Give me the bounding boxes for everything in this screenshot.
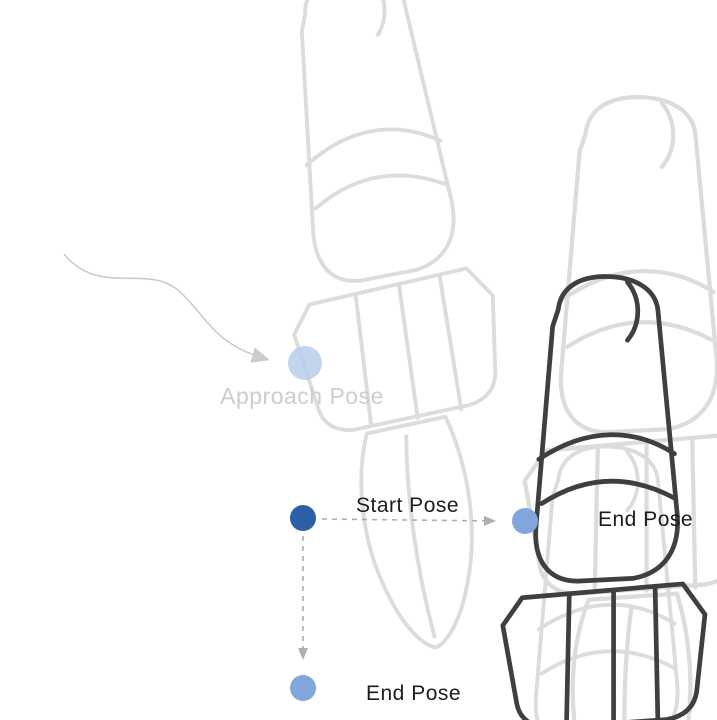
approach-pose-marker xyxy=(288,346,322,380)
start-pose-label: Start Pose xyxy=(356,494,459,517)
end-pose-bottom-marker xyxy=(290,675,316,701)
gripper-ghost-top-left xyxy=(245,0,541,662)
gripper-ghost-approach xyxy=(524,96,717,720)
end-pose-right-label: End Pose xyxy=(598,508,693,531)
start-pose-marker xyxy=(290,505,316,531)
end-pose-bottom-label: End Pose xyxy=(366,682,461,705)
approach-pose-label: Approach Pose xyxy=(220,383,384,409)
end-pose-right-marker xyxy=(512,508,538,534)
approach-trajectory-arrow xyxy=(63,253,270,363)
motion-arrow-right xyxy=(321,515,496,526)
